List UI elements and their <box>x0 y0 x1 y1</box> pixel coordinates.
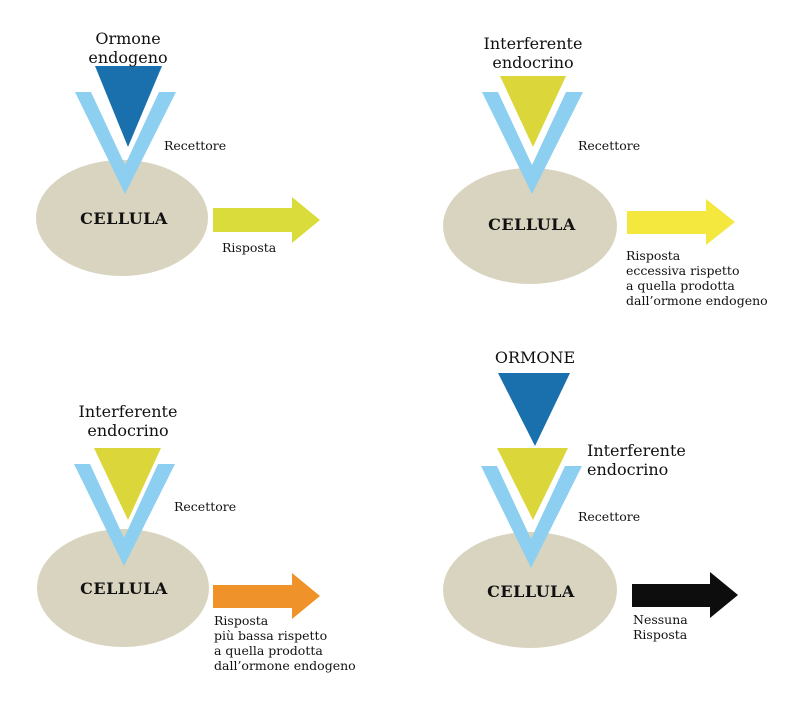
receptor-label: Recettore <box>164 138 226 153</box>
panel-low: Interferente endocrino Recettore CELLULA… <box>37 402 356 673</box>
receptor-icon <box>75 92 176 194</box>
panel-excess: Interferente endocrino Recettore CELLULA… <box>443 34 768 308</box>
cell <box>37 529 209 647</box>
response-line-1: Risposta <box>626 248 681 263</box>
interferent-triangle <box>500 76 566 147</box>
title-line-1: Ormone <box>95 29 160 48</box>
cell <box>36 160 208 276</box>
interferent-triangle <box>94 448 161 520</box>
title-line-2: endogeno <box>88 48 167 67</box>
response-arrow <box>213 197 320 243</box>
cell-label: CELLULA <box>80 209 168 228</box>
title-line-1: Interferente <box>587 441 686 460</box>
receptor-icon <box>482 92 583 194</box>
response-line-3: a quella prodotta <box>214 643 323 658</box>
title-line-2: endocrino <box>87 421 168 440</box>
receptor-label: Recettore <box>578 509 640 524</box>
interferent-triangle <box>497 448 568 520</box>
cell-label: CELLULA <box>488 215 576 234</box>
response-line-4: dall’ormone endogeno <box>214 658 356 673</box>
cell-label: CELLULA <box>80 579 168 598</box>
response-line-3: a quella prodotta <box>626 278 735 293</box>
response-line-1: Nessuna <box>633 612 688 627</box>
receptor-label: Recettore <box>174 499 236 514</box>
panel-normal: Ormone endogeno Recettore CELLULA Rispos… <box>36 29 320 276</box>
title-line-1: Interferente <box>79 402 178 421</box>
receptor-label: Recettore <box>578 138 640 153</box>
response-line-4: dall’ormone endogeno <box>626 293 768 308</box>
response-line-2: Risposta <box>633 627 688 642</box>
receptor-icon <box>481 466 582 568</box>
panel-blocked: ORMONE Interferente endocrino Recettore … <box>443 348 738 648</box>
title-line-1: Interferente <box>484 34 583 53</box>
hormone-triangle <box>498 373 570 446</box>
response-arrow <box>213 573 320 619</box>
cell <box>443 168 617 284</box>
cell-label: CELLULA <box>487 582 575 601</box>
response-line-1: Risposta <box>222 240 277 255</box>
hormone-triangle <box>95 66 162 147</box>
title-line-2: endocrino <box>492 53 573 72</box>
receptor-icon <box>74 464 175 566</box>
title-line-2: endocrino <box>587 460 668 479</box>
response-arrow <box>632 572 738 618</box>
response-arrow <box>627 199 735 245</box>
top-label: ORMONE <box>495 348 575 367</box>
response-line-2: eccessiva rispetto <box>626 263 739 278</box>
cell <box>443 532 617 648</box>
response-line-1: Risposta <box>214 613 269 628</box>
response-line-2: più bassa rispetto <box>214 628 327 643</box>
